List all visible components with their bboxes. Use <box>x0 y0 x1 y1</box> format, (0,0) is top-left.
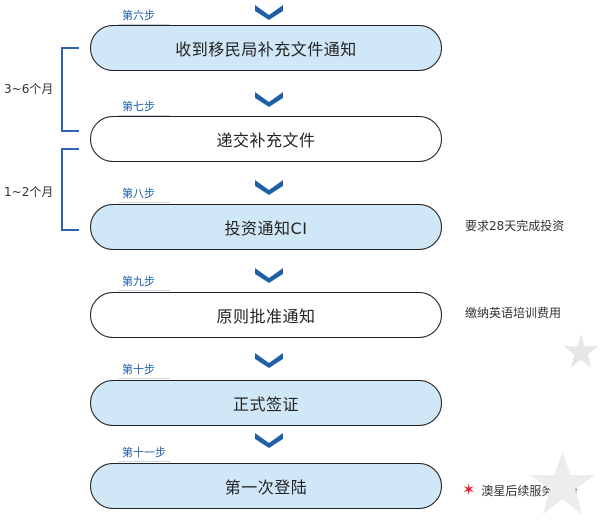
step-label: 第八步 <box>122 187 155 200</box>
step-label: 第六步 <box>122 9 155 22</box>
step-box-formal-visa: 正式签证 <box>90 380 442 426</box>
chevron-down-icon <box>255 92 283 107</box>
step-title: 第一次登陆 <box>224 478 308 497</box>
chevron-down-icon <box>255 268 283 283</box>
step-underline <box>118 461 170 462</box>
side-note: 缴纳英语培训费用 <box>465 306 562 320</box>
step-title: 投资通知CI <box>224 219 308 238</box>
duration-bracket <box>61 148 79 231</box>
chevron-down-icon <box>255 433 283 448</box>
step-box-first-landing: 第一次登陆 <box>90 463 442 509</box>
side-note: 要求28天完成投资 <box>465 219 565 233</box>
step-underline <box>118 24 170 25</box>
step-box-submit-documents: 递交补充文件 <box>90 116 442 162</box>
step-underline <box>118 115 170 116</box>
step-box-receive-notice: 收到移民局补充文件通知 <box>90 25 442 71</box>
decorative-star-icon <box>563 333 599 369</box>
step-label: 第九步 <box>122 275 155 288</box>
step-label: 第七步 <box>122 100 155 113</box>
step-title: 递交补充文件 <box>216 131 316 150</box>
step-underline <box>118 378 170 379</box>
step-title: 收到移民局补充文件通知 <box>175 40 357 59</box>
step-label: 第十一步 <box>122 446 166 459</box>
duration-label: 3~6个月 <box>4 82 54 96</box>
chevron-down-icon <box>255 180 283 195</box>
red-asterisk-icon: ✶ <box>462 480 476 499</box>
chevron-down-icon <box>255 353 283 368</box>
step-title: 原则批准通知 <box>216 307 316 326</box>
step-box-investment-notice: 投资通知CI <box>90 204 442 250</box>
decorative-star-icon <box>530 451 595 515</box>
step-title: 正式签证 <box>232 395 299 414</box>
chevron-down-icon <box>255 5 283 20</box>
duration-bracket <box>61 47 79 132</box>
step-underline <box>118 290 170 291</box>
step-label: 第十步 <box>122 363 155 376</box>
step-underline <box>118 202 170 203</box>
duration-label: 1~2个月 <box>4 185 54 199</box>
step-box-approval-in-principle: 原则批准通知 <box>90 292 442 338</box>
